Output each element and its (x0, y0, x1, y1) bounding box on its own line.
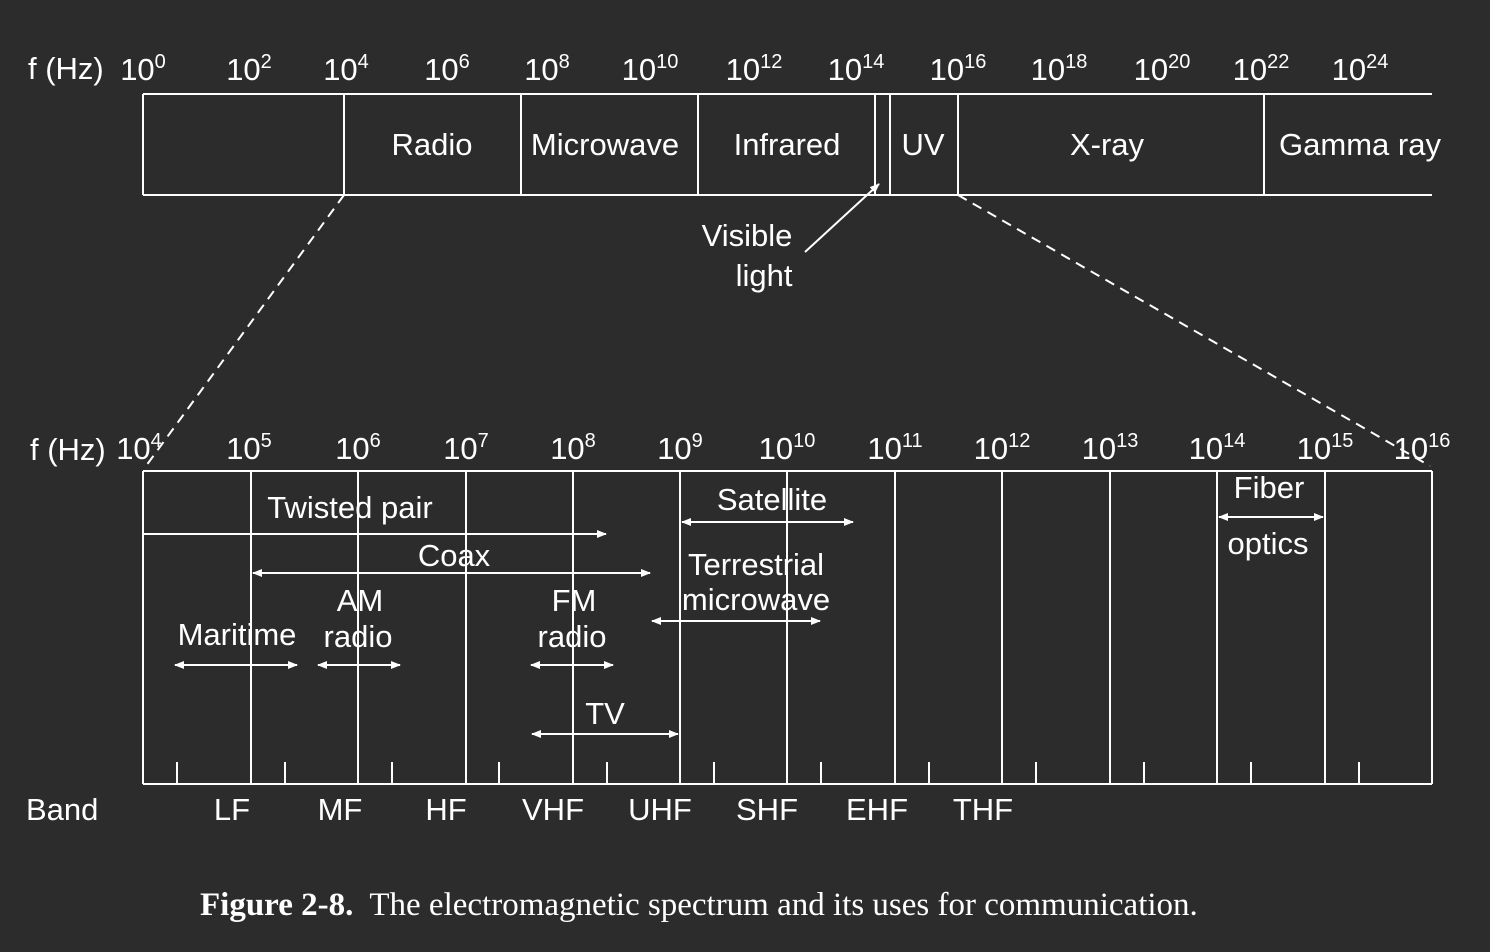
bottom-axis-tick-label: 1011 (867, 430, 922, 466)
band-label-radio: Radio (392, 127, 473, 162)
visible-light-pointer-arrow (804, 183, 880, 253)
bottom-axis-tick-label: 104 (116, 430, 162, 466)
bottom-axis-tick-label: 1016 (1394, 430, 1451, 466)
visible-light-label-line1: Visible (702, 218, 793, 253)
band-row-label: Band (26, 792, 98, 827)
band-name-mf: MF (318, 792, 363, 827)
top-axis-tick-label: 1014 (828, 51, 885, 87)
use-label-satellite: Satellite (717, 482, 827, 517)
visible-light-label-line2: light (736, 258, 793, 293)
bottom-axis-tick-label: 1010 (759, 430, 816, 466)
use-label-terrestrial-line2: microwave (682, 582, 830, 617)
use-label-tv: TV (585, 696, 625, 731)
top-axis-tick-label: 1010 (622, 51, 679, 87)
figure-caption-text: The electromagnetic spectrum and its use… (369, 887, 1197, 923)
zoom-connector-right (957, 194, 1431, 467)
bottom-axis-tick-label: 109 (657, 430, 703, 466)
top-axis-tick-labels: 100 102 104 106 108 1010 1012 1014 1016 1018 1020 1… (120, 51, 1388, 87)
top-axis-tick-label: 104 (323, 51, 369, 87)
use-label-am-line2: radio (324, 619, 393, 654)
use-label-terrestrial-line1: Terrestrial (688, 547, 824, 582)
band-name-vhf: VHF (522, 792, 584, 827)
top-axis-tick-label: 108 (524, 51, 570, 87)
top-axis-tick-label: 1022 (1233, 51, 1290, 87)
bottom-axis-tick-label: 105 (226, 430, 272, 466)
band-label-uv: UV (901, 127, 944, 162)
band-name-hf: HF (425, 792, 466, 827)
use-label-fm-line1: FM (552, 583, 597, 618)
zoom-connector-left (145, 194, 345, 467)
bottom-axis-tick-label: 107 (443, 430, 489, 466)
bottom-axis-tick-label: 1015 (1297, 430, 1354, 466)
figure-caption: Figure 2-8. The electromagnetic spectrum … (200, 887, 1198, 923)
top-spectrum-bar (142, 93, 1432, 196)
use-label-am-line1: AM (337, 583, 384, 618)
band-name-ehf: EHF (846, 792, 908, 827)
top-axis-tick-label: 1020 (1134, 51, 1191, 87)
band-label-microwave: Microwave (531, 127, 679, 162)
figure-number: Figure 2-8. (200, 887, 353, 923)
top-axis-tick-label: 106 (424, 51, 470, 87)
top-axis-tick-label: 1012 (726, 51, 783, 87)
use-label-coax: Coax (418, 538, 491, 573)
bottom-axis-tick-labels: 104 105 106 107 108 109 1010 1011 1012 1013 1014 10… (116, 430, 1450, 466)
band-names: LF MF HF VHF UHF SHF EHF THF (214, 792, 1013, 827)
band-name-uhf: UHF (628, 792, 692, 827)
bottom-axis-unit-label: f (Hz) (30, 432, 106, 467)
band-label-infrared: Infrared (734, 127, 841, 162)
top-axis-tick-label: 1016 (930, 51, 987, 87)
bottom-axis-tick-label: 1014 (1189, 430, 1246, 466)
top-axis-tick-label: 100 (120, 51, 166, 87)
top-axis-tick-label: 102 (226, 51, 272, 87)
band-name-lf: LF (214, 792, 250, 827)
bottom-axis-tick-label: 108 (550, 430, 596, 466)
band-label-gamma-ray: Gamma ray (1279, 127, 1441, 162)
bottom-axis-tick-label: 1012 (974, 430, 1031, 466)
use-label-twisted-pair: Twisted pair (267, 490, 432, 525)
use-label-fiber-line2: optics (1228, 526, 1309, 561)
bottom-axis-tick-label: 106 (335, 430, 381, 466)
band-name-shf: SHF (736, 792, 798, 827)
use-label-fm-line2: radio (538, 619, 607, 654)
band-name-thf: THF (953, 792, 1013, 827)
band-label-xray: X-ray (1070, 127, 1145, 162)
bottom-spectrum-grid (142, 470, 1433, 785)
top-axis-tick-label: 1024 (1332, 51, 1389, 87)
use-label-maritime: Maritime (178, 617, 297, 652)
top-axis-tick-label: 1018 (1031, 51, 1088, 87)
use-label-fiber-line1: Fiber (1234, 470, 1305, 505)
top-axis-unit-label: f (Hz) (28, 51, 104, 86)
bottom-axis-tick-label: 1013 (1082, 430, 1139, 466)
